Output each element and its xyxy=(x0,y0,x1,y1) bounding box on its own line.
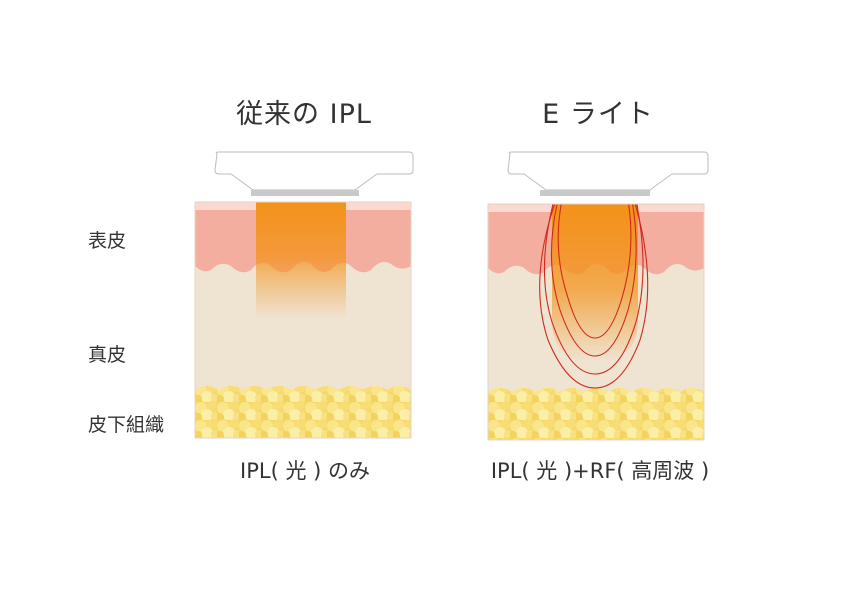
elight-skin-diagram xyxy=(487,151,709,441)
ipl-light-beam xyxy=(256,202,346,318)
caption-ipl-plus-rf: IPL( 光 )+RF( 高周波 ) xyxy=(490,459,710,483)
label-epidermis: 表皮 xyxy=(88,230,127,252)
ipl-handpiece-icon xyxy=(214,151,414,196)
label-subcutaneous: 皮下組織 xyxy=(88,414,165,436)
rf-field-lines xyxy=(539,204,649,389)
subcutaneous-fat-layer xyxy=(488,388,704,440)
title-e-light: E ライト xyxy=(542,99,654,130)
subcutaneous-fat-layer xyxy=(195,386,411,438)
ipl-skin-diagram xyxy=(194,151,414,439)
label-dermis: 真皮 xyxy=(88,344,127,366)
caption-ipl-only: IPL( 光 ) のみ xyxy=(240,459,370,483)
title-conventional-ipl: 従来の IPL xyxy=(236,99,372,130)
elight-light-beam xyxy=(552,204,638,362)
elight-handpiece-icon xyxy=(507,151,709,196)
